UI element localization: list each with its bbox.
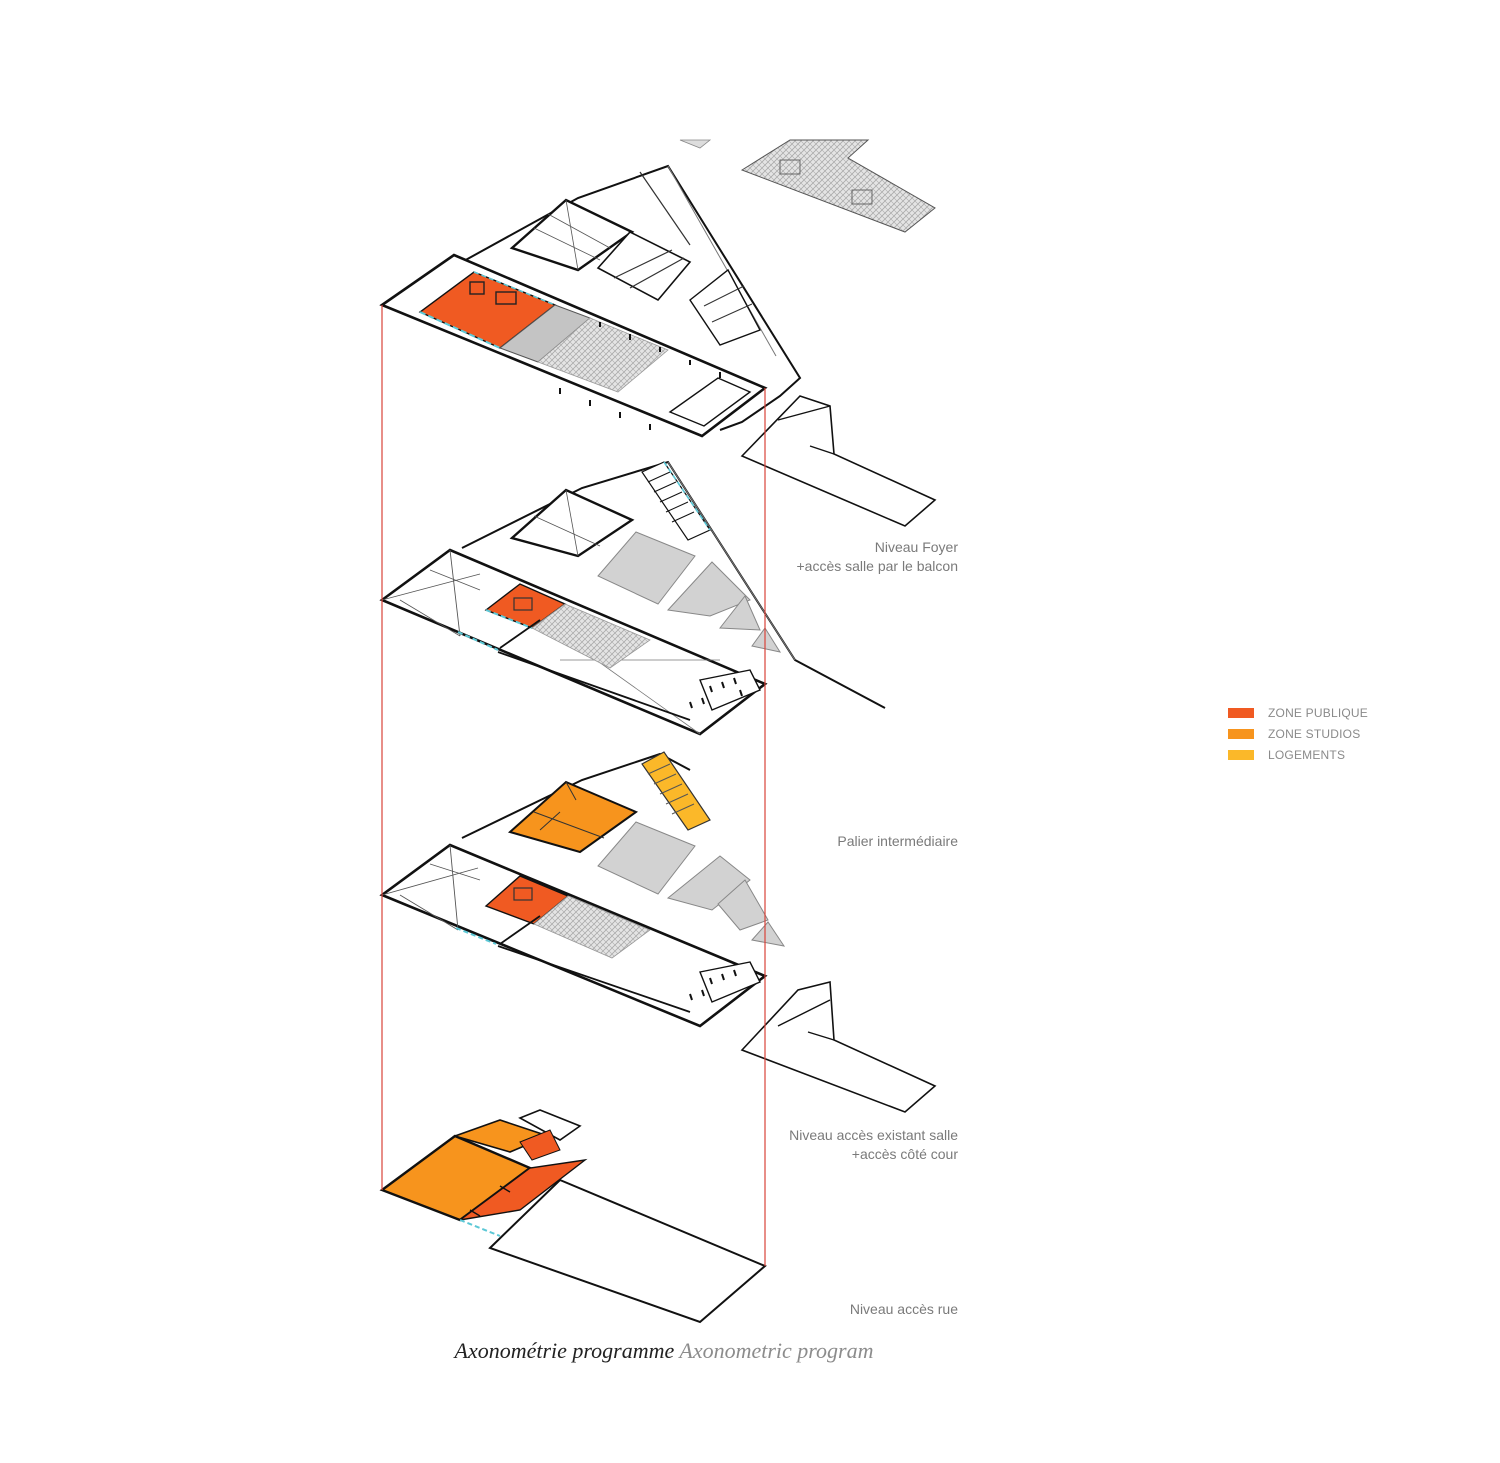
level-existant-plan bbox=[379, 751, 937, 1113]
caption-french: Axonométrie programme bbox=[454, 1338, 675, 1363]
rue-public-zone bbox=[459, 1158, 588, 1221]
label-niveau-foyer: Niveau Foyer +accès salle par le balcon bbox=[797, 538, 959, 576]
caption-english: Axonometric program bbox=[679, 1338, 874, 1363]
figure-caption: Axonométrie programme Axonometric progra… bbox=[0, 1338, 1328, 1364]
legend-label-zone-studios: ZONE STUDIOS bbox=[1268, 726, 1361, 741]
legend-label-zone-publique: ZONE PUBLIQUE bbox=[1268, 705, 1368, 720]
legend-label-logements: LOGEMENTS bbox=[1268, 747, 1346, 762]
neighbour-building bbox=[740, 395, 937, 527]
label-niveau-acces-existant: Niveau accès existant salle +accès côté … bbox=[789, 1126, 958, 1164]
existant-housing-strip bbox=[641, 751, 711, 831]
courtyard-outline bbox=[461, 164, 802, 431]
label-palier-intermediaire-line1: Palier intermédiaire bbox=[837, 833, 958, 849]
level-link-lines bbox=[381, 305, 766, 1266]
roof-slab bbox=[740, 139, 936, 233]
label-niveau-acces-rue-line1: Niveau accès rue bbox=[849, 1301, 958, 1317]
label-niveau-acces-existant-line1: Niveau accès existant salle bbox=[789, 1127, 958, 1143]
label-niveau-acces-existant-line2: +accès côté cour bbox=[851, 1146, 958, 1162]
legend-swatch-logements bbox=[1228, 749, 1254, 760]
legend-swatch-zone-publique bbox=[1228, 707, 1254, 718]
level-palier-plan bbox=[379, 460, 886, 736]
label-niveau-foyer-line1: Niveau Foyer bbox=[874, 539, 958, 555]
existant-studios-zone bbox=[507, 780, 639, 854]
legend-item-zone-publique: ZONE PUBLIQUE bbox=[1228, 702, 1368, 723]
legend-item-zone-studios: ZONE STUDIOS bbox=[1228, 723, 1368, 744]
label-palier-intermediaire: Palier intermédiaire bbox=[837, 832, 958, 851]
legend-swatch-zone-studios bbox=[1228, 728, 1254, 739]
level-foyer-plan bbox=[379, 139, 937, 527]
legend-item-logements: LOGEMENTS bbox=[1228, 744, 1368, 765]
label-niveau-foyer-line2: +accès salle par le balcon bbox=[796, 558, 959, 574]
label-niveau-acces-rue: Niveau accès rue bbox=[850, 1300, 958, 1319]
legend: ZONE PUBLIQUE ZONE STUDIOS LOGEMENTS bbox=[1228, 702, 1368, 765]
level-rue-plan bbox=[379, 1109, 767, 1324]
